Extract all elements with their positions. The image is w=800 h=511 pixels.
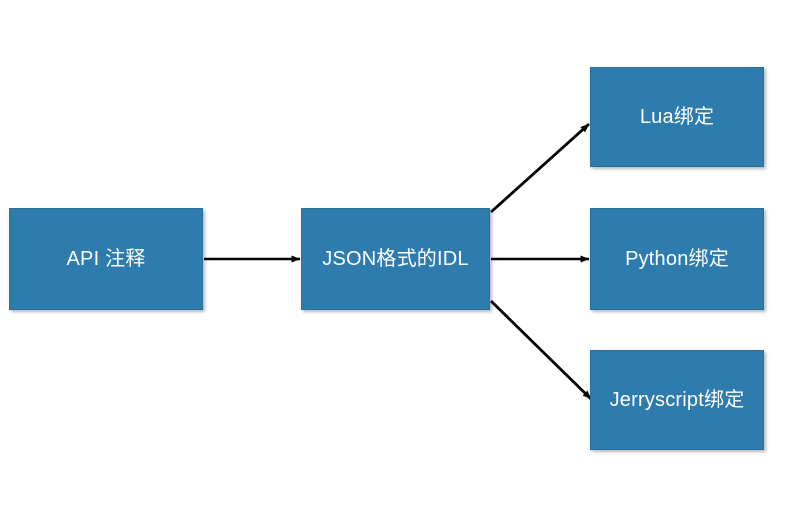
node-api-annotation[interactable]: API 注释 (9, 208, 203, 310)
node-api-annotation-label: API 注释 (66, 248, 146, 270)
connector-idl-to-jerryscript (490, 300, 592, 400)
node-jerryscript-binding-label: Jerryscript绑定 (609, 389, 745, 411)
node-json-idl[interactable]: JSON格式的IDL (301, 208, 490, 310)
node-python-binding-label: Python绑定 (625, 248, 729, 270)
node-jerryscript-binding[interactable]: Jerryscript绑定 (590, 350, 764, 450)
node-lua-binding[interactable]: Lua绑定 (590, 67, 764, 167)
connector-idl-to-lua (490, 122, 590, 214)
node-lua-binding-label: Lua绑定 (639, 106, 715, 128)
node-json-idl-label: JSON格式的IDL (322, 248, 469, 270)
node-python-binding[interactable]: Python绑定 (590, 208, 764, 310)
